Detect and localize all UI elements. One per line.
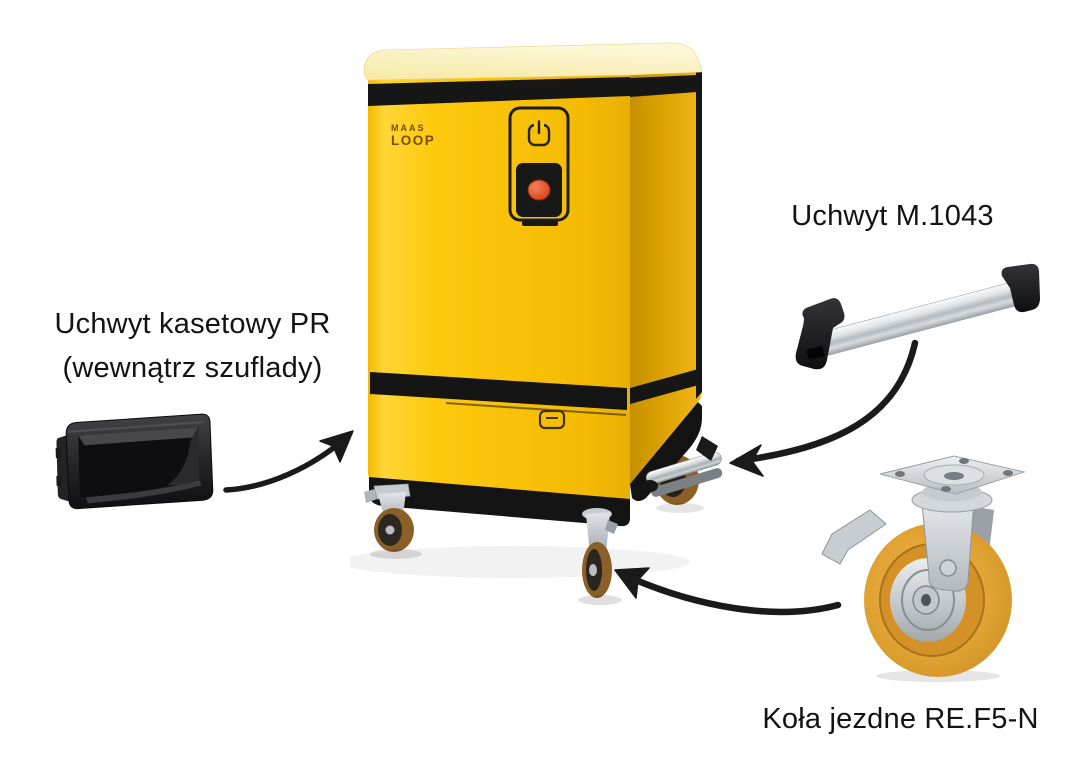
label-cassette-line2: (wewnątrz szuflady) — [62, 352, 323, 384]
caster-top-plate — [879, 455, 1026, 495]
machine-center-caster — [578, 508, 622, 605]
cassette-tab-top — [55, 447, 61, 459]
arrowhead-handle — [729, 444, 764, 477]
machine-top-lid — [363, 42, 703, 81]
brand-logo: MAAS LOOP — [391, 124, 435, 148]
arrow-handle-to-machine — [734, 339, 919, 465]
cassette-tab-bottom — [56, 475, 62, 487]
rear-caster-shadow — [656, 503, 704, 513]
cassette-bottom-lip — [85, 480, 202, 504]
caster-brake-lever — [821, 509, 887, 565]
drawer-icon — [538, 409, 566, 430]
cassette-recess — [78, 427, 200, 498]
cassette-recess-wall — [167, 427, 200, 486]
label-wheels: Koła jezdne RE.F5-N — [762, 703, 1039, 735]
machine-side-mid-band — [630, 368, 702, 404]
foot-pedal-chrome-bar — [645, 451, 722, 485]
cassette-recess-top — [78, 427, 199, 446]
label-cassette-handle: Uchwyt kasetowy PR (wewnątrz szuflady) — [25, 302, 360, 390]
tube-handle-illustration — [795, 263, 1040, 370]
panel-slot — [522, 221, 558, 226]
pedal-bracket — [696, 436, 718, 461]
machine-side-top-band — [630, 75, 697, 97]
caster-wheel-illustration — [821, 455, 1026, 682]
drawer-slot-line — [445, 402, 627, 416]
pedal-mount — [642, 480, 658, 492]
power-icon — [527, 120, 551, 147]
arrowhead-caster — [614, 567, 650, 599]
label-tube-handle: Uchwyt M.1043 — [791, 200, 994, 232]
machine-left-caster — [364, 483, 422, 559]
cassette-handle-illustration — [55, 413, 214, 510]
foot-pedal-lower-bar — [651, 468, 723, 497]
label-cassette-line1: Uchwyt kasetowy PR — [54, 308, 331, 340]
machine-front-top-band — [368, 77, 630, 106]
arrowhead-cassette — [319, 430, 354, 463]
arrow-caster-to-machine — [618, 570, 842, 616]
machine-drawer-band — [370, 372, 627, 410]
tube-right-cap — [1001, 263, 1040, 313]
caster-axle-bolt — [939, 559, 957, 577]
brand-line1: MAAS — [391, 123, 426, 133]
caster-front-leg — [921, 499, 975, 592]
power-button-panel — [508, 106, 570, 222]
machine-illustration — [350, 42, 723, 605]
machine-base-strip — [369, 477, 630, 527]
machine-side-edge-trim — [696, 72, 702, 399]
emergency-stop-button — [527, 179, 551, 201]
brand-line2: LOOP — [391, 133, 436, 148]
cassette-top-highlight — [68, 421, 205, 433]
tube-left-cap-hole — [806, 346, 825, 360]
